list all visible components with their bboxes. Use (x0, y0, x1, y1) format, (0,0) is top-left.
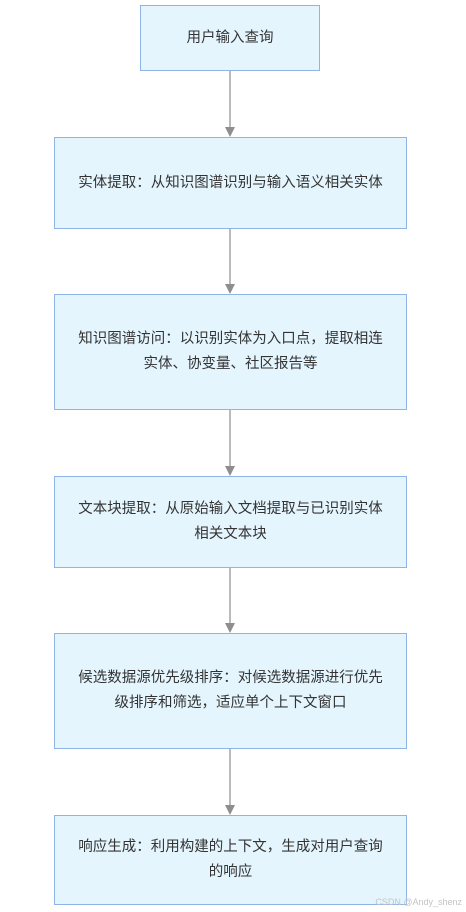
edge-5-6 (225, 749, 235, 815)
step-text-chunk-extraction: 文本块提取：从原始输入文档提取与已识别实体相关文本块 (54, 476, 407, 568)
step-text-chunk-extraction-label: 文本块提取：从原始输入文档提取与已识别实体相关文本块 (78, 501, 383, 542)
step-response-generation-label: 响应生成：利用构建的上下文，生成对用户查询的响应 (78, 839, 383, 880)
edge-1-2 (225, 71, 235, 137)
edge-2-3 (225, 229, 235, 294)
step-knowledge-graph-access: 知识图谱访问：以识别实体为入口点，提取相连实体、协变量、社区报告等 (54, 294, 407, 410)
step-candidate-prioritization-label: 候选数据源优先级排序：对候选数据源进行优先级排序和筛选，适应单个上下文窗口 (78, 670, 383, 711)
step-entity-extraction-label: 实体提取：从知识图谱识别与输入语义相关实体 (78, 174, 383, 191)
arrow-head-icon (225, 284, 235, 294)
step-entity-extraction: 实体提取：从知识图谱识别与输入语义相关实体 (54, 137, 407, 229)
arrow-head-icon (225, 127, 235, 137)
step-knowledge-graph-access-label: 知识图谱访问：以识别实体为入口点，提取相连实体、协变量、社区报告等 (78, 331, 383, 372)
arrow-head-icon (225, 466, 235, 476)
step-user-query-label: 用户输入查询 (186, 29, 274, 46)
step-candidate-prioritization: 候选数据源优先级排序：对候选数据源进行优先级排序和筛选，适应单个上下文窗口 (54, 633, 407, 749)
edge-3-4 (225, 410, 235, 476)
step-response-generation: 响应生成：利用构建的上下文，生成对用户查询的响应 (54, 815, 407, 905)
arrow-head-icon (225, 805, 235, 815)
arrow-head-icon (225, 623, 235, 633)
step-user-query: 用户输入查询 (140, 5, 320, 71)
watermark: CSDN @Andy_shenz (375, 897, 462, 907)
edge-4-5 (225, 568, 235, 633)
